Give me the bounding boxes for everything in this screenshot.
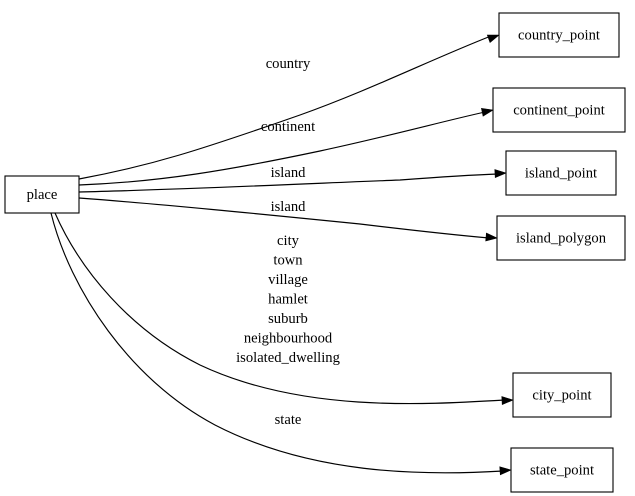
edge-place-island_point-path bbox=[78, 173, 499, 193]
node-continent_point[interactable]: continent_point bbox=[492, 87, 626, 133]
edge-place-city_point-label-line: city bbox=[277, 233, 300, 249]
node-box-continent_point bbox=[492, 87, 626, 133]
edge-place-city_point bbox=[54, 212, 514, 406]
edge-place-city_point-label: city town village hamlet suburb neighbourhood… bbox=[236, 233, 340, 366]
node-box-island_point bbox=[505, 150, 617, 196]
edge-place-state_point bbox=[50, 212, 512, 476]
edge-place-state_point-path bbox=[50, 212, 504, 474]
edge-place-city_point-label-line: town bbox=[273, 253, 303, 269]
node-box-city_point bbox=[512, 372, 612, 418]
edge-place-state_point-label-line: state bbox=[275, 412, 302, 428]
node-box-island_polygon bbox=[496, 215, 626, 261]
edge-place-island_point-label: island bbox=[271, 165, 307, 181]
edge-place-island_polygon-path bbox=[78, 197, 490, 239]
node-label-island_point: island_point bbox=[525, 166, 597, 182]
edge-place-state_point-label: state bbox=[275, 412, 302, 428]
node-country_point[interactable]: country_point bbox=[498, 12, 620, 58]
edge-place-city_point-arrowhead-icon bbox=[501, 396, 514, 406]
node-state_point[interactable]: state_point bbox=[510, 447, 614, 493]
edge-place-continent_point bbox=[78, 108, 494, 186]
edge-place-continent_point-label-line: continent bbox=[261, 119, 315, 135]
node-box-state_point bbox=[510, 447, 614, 493]
node-label-place: place bbox=[27, 187, 58, 203]
edge-place-country_point-path bbox=[78, 35, 492, 180]
node-label-city_point: city_point bbox=[532, 388, 591, 404]
node-island_point[interactable]: island_point bbox=[505, 150, 617, 196]
edge-place-country_point-arrowhead-icon bbox=[486, 34, 500, 44]
node-label-state_point: state_point bbox=[530, 463, 594, 479]
edge-place-city_point-path bbox=[54, 212, 506, 405]
edge-place-city_point-label-line: hamlet bbox=[268, 292, 308, 308]
node-box-country_point bbox=[498, 12, 620, 58]
node-label-continent_point: continent_point bbox=[513, 103, 605, 119]
edge-place-island_polygon-label-line: island bbox=[271, 199, 307, 215]
edge-place-island_polygon-arrowhead-icon bbox=[485, 232, 498, 242]
node-box-place bbox=[4, 175, 80, 214]
edge-place-city_point-label-line: isolated_dwelling bbox=[236, 350, 340, 366]
node-label-island_polygon: island_polygon bbox=[516, 231, 607, 247]
edge-place-continent_point-label: continent bbox=[261, 119, 315, 135]
edge-place-city_point-label-line: suburb bbox=[268, 311, 308, 327]
edge-place-country_point bbox=[78, 34, 500, 180]
edge-place-island_polygon-label: island bbox=[271, 199, 307, 215]
edge-place-continent_point-arrowhead-icon bbox=[481, 108, 494, 117]
edge-place-island_point-arrowhead-icon bbox=[494, 169, 507, 179]
edge-place-city_point-label-line: village bbox=[268, 272, 308, 288]
edge-place-island_point bbox=[78, 169, 507, 193]
node-place[interactable]: place bbox=[4, 175, 80, 214]
edge-place-country_point-label: country bbox=[266, 56, 311, 72]
edge-place-state_point-arrowhead-icon bbox=[499, 466, 512, 476]
edge-place-island_polygon bbox=[78, 197, 498, 242]
node-city_point[interactable]: city_point bbox=[512, 372, 612, 418]
edge-labels-layer: country continent island island city town vill… bbox=[236, 56, 340, 428]
node-island_polygon[interactable]: island_polygon bbox=[496, 215, 626, 261]
nodes-layer: place country_point continent_point island_… bbox=[4, 12, 626, 493]
edge-place-country_point-label-line: country bbox=[266, 56, 311, 72]
edge-place-continent_point-path bbox=[78, 111, 486, 186]
node-label-country_point: country_point bbox=[518, 28, 600, 44]
edge-place-island_point-label-line: island bbox=[271, 165, 307, 181]
edges-layer bbox=[50, 34, 514, 476]
edge-place-city_point-label-line: neighbourhood bbox=[244, 331, 333, 347]
